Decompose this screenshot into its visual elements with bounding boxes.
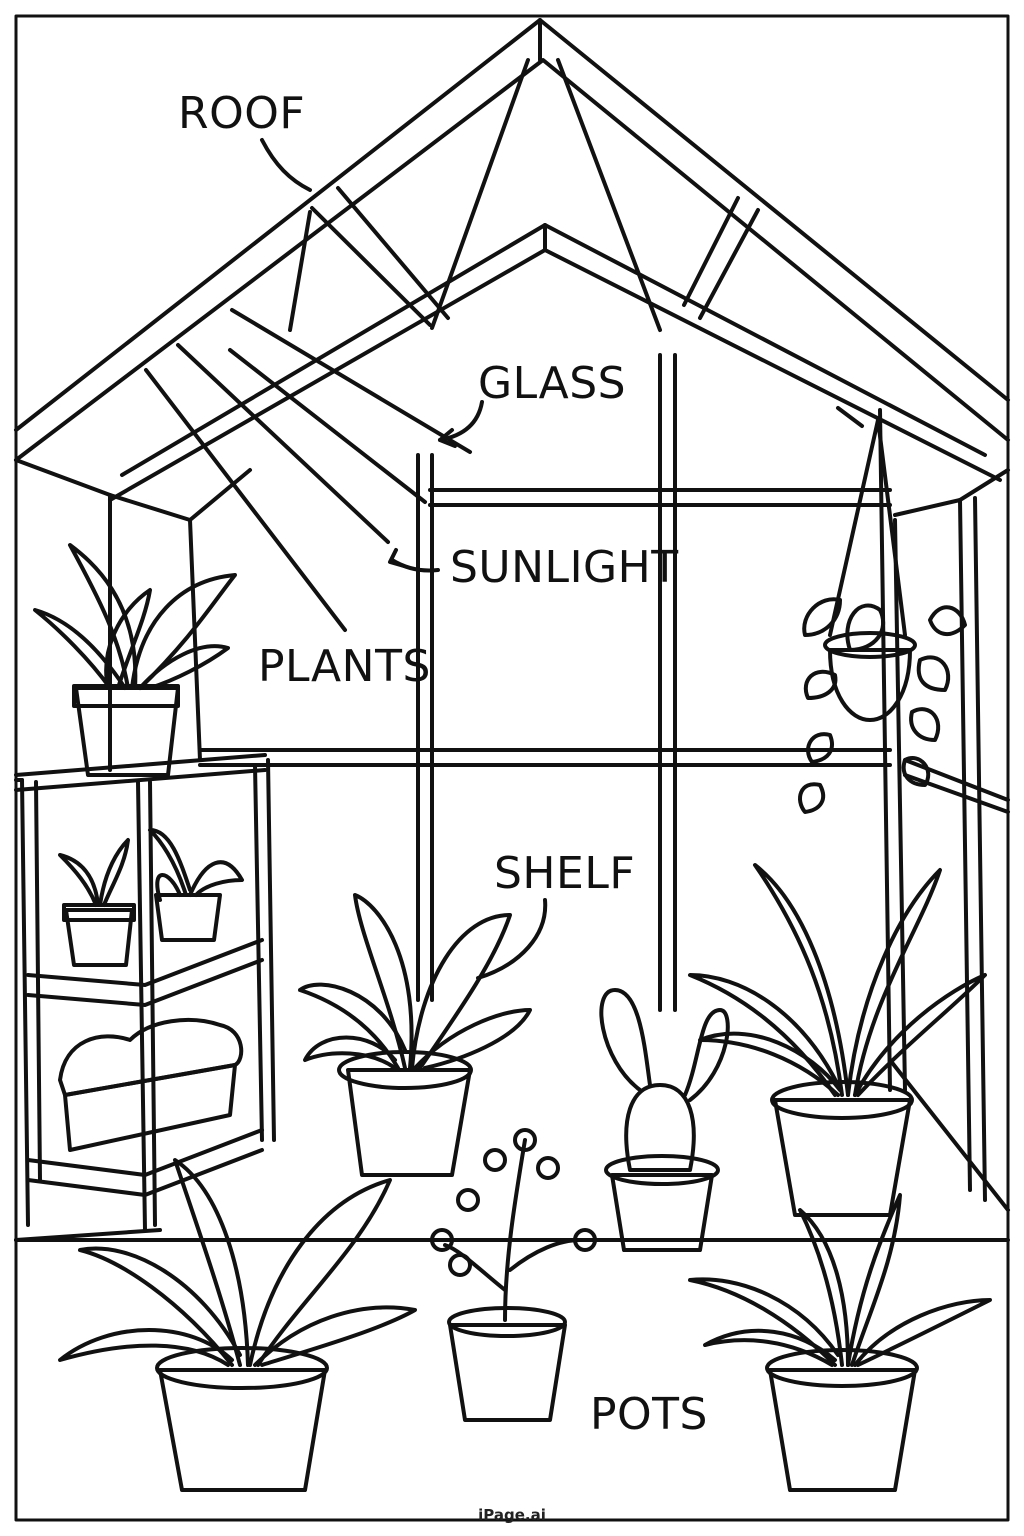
shelf-top-plant: [33, 543, 237, 777]
roof-pointer: [260, 138, 312, 192]
tall-spiky-plant: [688, 863, 987, 1217]
center-plant: [298, 893, 532, 1177]
front-center-plant: [430, 1128, 597, 1422]
callouts: [260, 138, 548, 980]
front-right-plant: [688, 1193, 992, 1492]
roof-label: ROOF: [178, 88, 306, 139]
plants-label: PLANTS: [258, 641, 431, 692]
glass-walls: [14, 353, 1010, 1242]
hanging-planter: [798, 418, 967, 814]
glass-label: GLASS: [478, 358, 627, 409]
shelf-bottom-planter: [58, 1018, 244, 1152]
sunlight-arrowhead: [388, 548, 406, 568]
glass-arrowhead: [438, 428, 457, 448]
roof-frame: [14, 18, 1010, 502]
page-border: [14, 14, 1010, 1522]
front-left-plant: [58, 1158, 417, 1492]
credit-text: iPage.ai: [478, 1506, 546, 1524]
pots-label: POTS: [590, 1389, 708, 1440]
glass-pointer: [438, 400, 484, 442]
cactus-plant: [599, 988, 730, 1252]
shelf-unit: [14, 753, 276, 1232]
shelf-middle-plants: [58, 828, 244, 967]
shelf-pointer: [476, 898, 548, 980]
shelf-label: SHELF: [494, 848, 636, 899]
sunlight-label: SUNLIGHT: [450, 542, 679, 593]
sunlight-rays: [144, 308, 472, 632]
